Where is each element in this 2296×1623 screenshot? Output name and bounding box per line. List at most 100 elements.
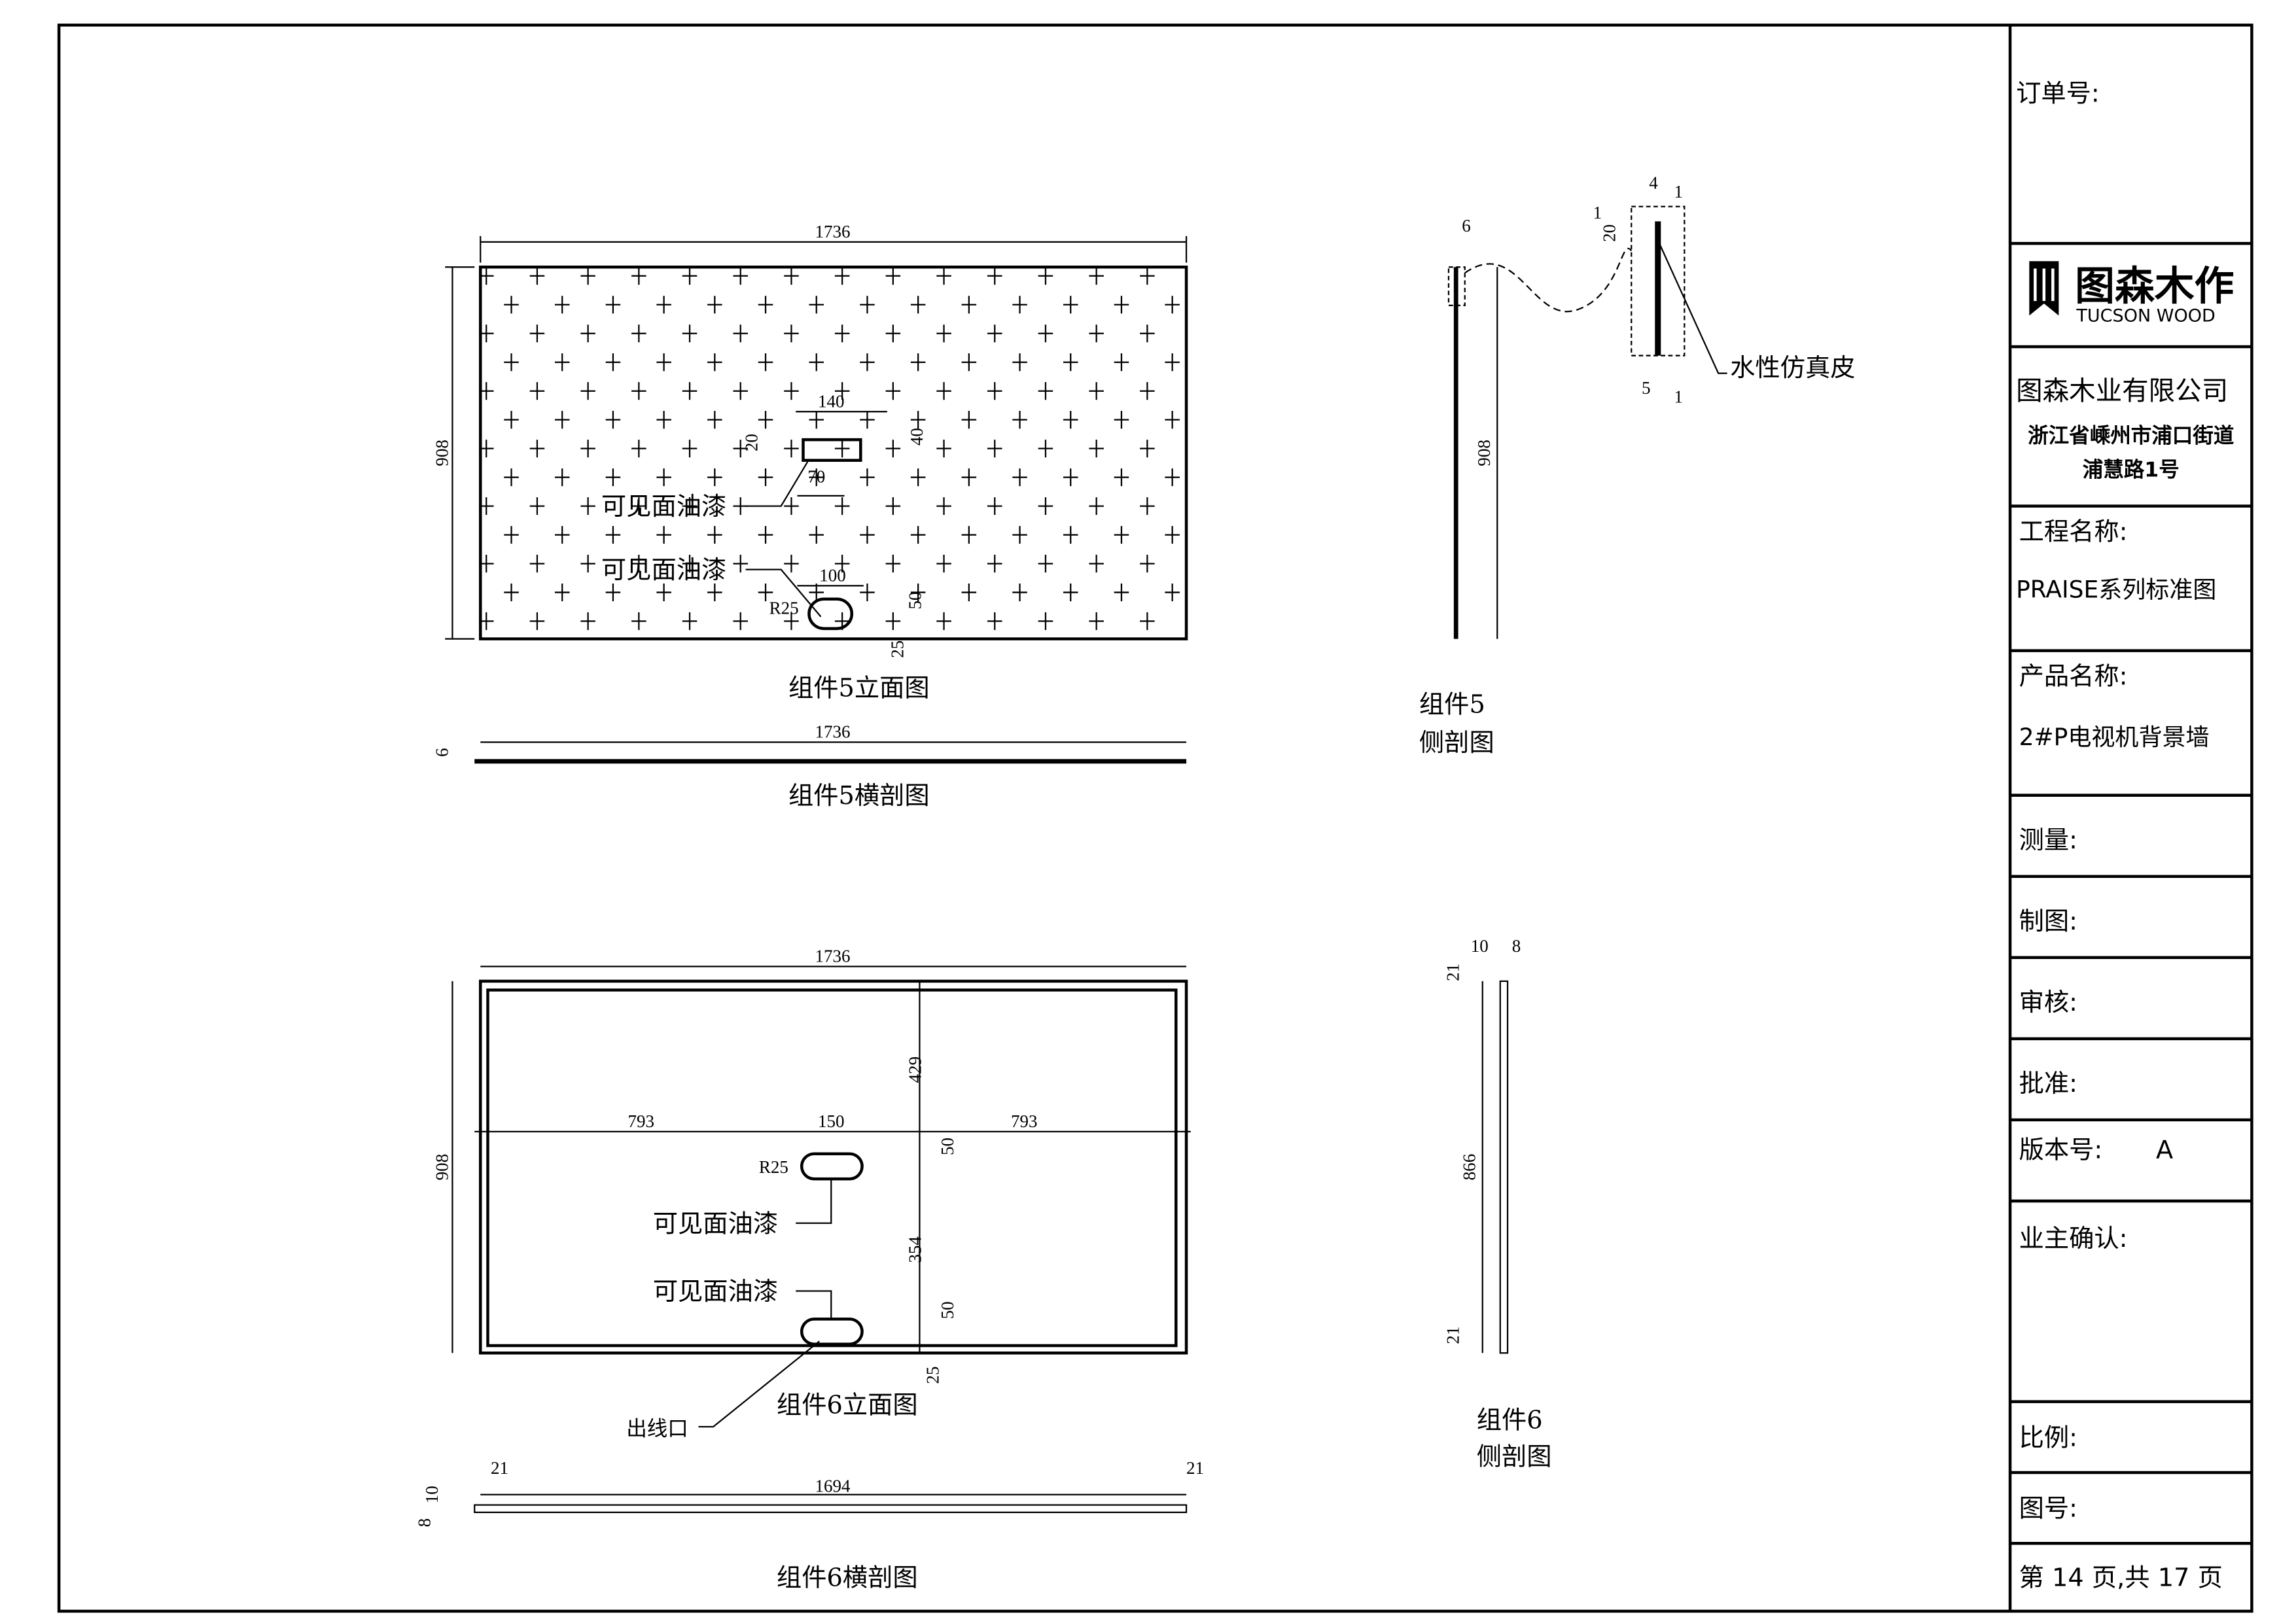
- cross-mark: [758, 526, 773, 544]
- cross-mark: [1012, 526, 1027, 544]
- cross-mark: [554, 353, 570, 372]
- cross-mark: [987, 267, 1002, 285]
- cross-mark: [631, 382, 646, 400]
- cross-mark: [784, 555, 799, 573]
- drawn-label: 制图:: [2019, 907, 2077, 936]
- dim-1-left: 1: [1593, 203, 1602, 222]
- cross-mark: [936, 382, 951, 400]
- cross-mark: [529, 382, 545, 400]
- cross-mark: [631, 497, 646, 515]
- cross-mark: [504, 468, 519, 487]
- dim-width: 1736: [815, 222, 851, 241]
- cross-mark: [605, 584, 621, 602]
- cross-mark: [860, 526, 875, 544]
- review-label: 审核:: [2019, 988, 2077, 1017]
- dim-width: 1736: [815, 722, 851, 742]
- cross-mark: [936, 324, 951, 343]
- cross-mark: [987, 555, 1002, 573]
- cross-mark: [910, 584, 926, 602]
- cross-mark: [1012, 353, 1027, 372]
- logo-text-en: TUCSON WOOD: [2075, 306, 2215, 326]
- cross-mark: [987, 440, 1002, 458]
- view-title-2: 侧剖图: [1477, 1442, 1552, 1472]
- cross-mark: [809, 468, 824, 487]
- cross-mark: [631, 612, 646, 631]
- cross-mark: [834, 555, 850, 573]
- cross-mark: [1038, 612, 1053, 631]
- title-block: 订单号: 图森木作 TUCSON WOOD 图森木业有限公司 浙江省嵊州市浦口街…: [2008, 25, 2252, 1611]
- dim-40: 40: [907, 428, 927, 445]
- cross-mark: [936, 440, 951, 458]
- survey-label: 测量:: [2019, 826, 2077, 855]
- view-title-1: 组件5: [1419, 689, 1485, 719]
- component6-horizontal-section: 21 1694 21 10 8 组件6横剖图: [415, 1458, 1204, 1592]
- cross-mark: [860, 584, 875, 602]
- cross-mark: [682, 324, 698, 343]
- cross-mark: [707, 411, 722, 429]
- cross-mark: [1089, 267, 1104, 285]
- cross-mark: [707, 526, 722, 544]
- cross-mark: [1165, 468, 1180, 487]
- dim-1694: 1694: [815, 1476, 851, 1495]
- cross-mark: [605, 411, 621, 429]
- panel-cross-pattern: [478, 267, 1180, 631]
- cross-mark: [1089, 324, 1104, 343]
- cross-mark: [961, 584, 977, 602]
- cross-mark: [1114, 353, 1129, 372]
- cross-mark: [1038, 497, 1053, 515]
- dim-25: 25: [888, 640, 908, 658]
- product-label: 产品名称:: [2019, 662, 2128, 691]
- cross-mark: [1038, 555, 1053, 573]
- page-info: 第 14 页,共 17 页: [2019, 1563, 2223, 1593]
- cross-mark: [631, 324, 646, 343]
- dim-793-right: 793: [1011, 1111, 1038, 1131]
- cross-mark: [1038, 382, 1053, 400]
- cross-mark: [733, 324, 749, 343]
- cross-mark: [910, 296, 926, 314]
- cross-mark: [936, 267, 951, 285]
- dim-r25: R25: [759, 1157, 788, 1177]
- dim-21-left: 21: [491, 1458, 508, 1478]
- dim-height: 908: [433, 1154, 452, 1181]
- cross-mark: [682, 382, 698, 400]
- cross-mark: [580, 440, 595, 458]
- cross-mark: [885, 612, 901, 631]
- version-label: 版本号:: [2019, 1136, 2103, 1165]
- dim-10: 10: [422, 1486, 442, 1503]
- cross-mark: [504, 296, 519, 314]
- project-value: PRAISE系列标准图: [2016, 576, 2216, 603]
- dim-width: 1736: [815, 947, 851, 966]
- cross-mark: [1063, 526, 1078, 544]
- cross-mark: [656, 411, 671, 429]
- cross-mark: [784, 267, 799, 285]
- view-title-2: 侧剖图: [1419, 728, 1494, 758]
- cross-mark: [580, 382, 595, 400]
- cross-mark: [758, 584, 773, 602]
- dim-1-top: 1: [1674, 182, 1684, 201]
- dim-1-bottom: 1: [1674, 387, 1684, 407]
- cross-mark: [1165, 584, 1180, 602]
- cross-mark: [580, 324, 595, 343]
- dim-354: 354: [906, 1236, 925, 1263]
- cross-mark: [1165, 296, 1180, 314]
- dim-21-bottom: 21: [1443, 1327, 1463, 1344]
- cross-mark: [1063, 584, 1078, 602]
- dim-20: 20: [1599, 224, 1619, 242]
- cross-mark: [529, 555, 545, 573]
- cross-mark: [1063, 468, 1078, 487]
- product-value: 2#P电视机背景墙: [2019, 724, 2210, 751]
- paint-note-2: 可见面油漆: [601, 555, 726, 585]
- cross-mark: [529, 440, 545, 458]
- cross-mark: [910, 468, 926, 487]
- cross-mark: [936, 555, 951, 573]
- cross-mark: [605, 468, 621, 487]
- cross-mark: [1038, 267, 1053, 285]
- view-title: 组件6横剖图: [777, 1563, 918, 1593]
- cross-mark: [733, 382, 749, 400]
- dim-25: 25: [923, 1367, 943, 1384]
- cross-mark: [656, 526, 671, 544]
- cross-mark: [1038, 324, 1053, 343]
- cross-mark: [554, 526, 570, 544]
- cross-mark: [1140, 267, 1155, 285]
